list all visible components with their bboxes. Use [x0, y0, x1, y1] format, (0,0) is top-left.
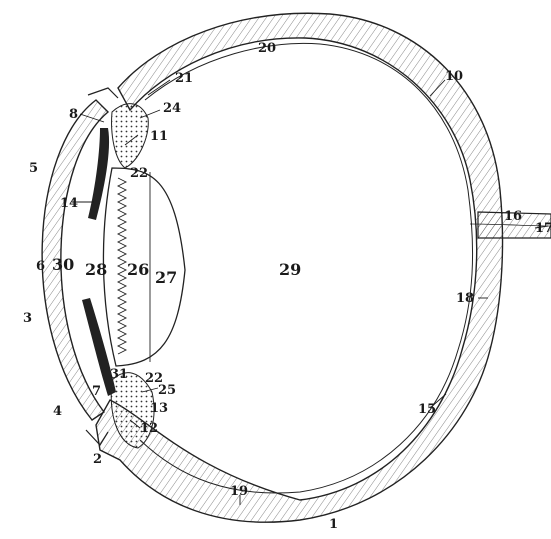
- label-13: 13: [150, 401, 168, 416]
- label-4: 4: [53, 404, 62, 419]
- label-6: 6: [36, 259, 45, 274]
- conjunctiva-top: [88, 88, 118, 98]
- label-29: 29: [279, 260, 301, 279]
- label-31: 31: [110, 367, 128, 382]
- label-16: 16: [504, 209, 522, 224]
- label-5: 5: [29, 161, 38, 176]
- label-30: 30: [52, 255, 74, 274]
- label-25: 25: [158, 383, 176, 398]
- retina-line: [140, 43, 473, 493]
- label-17: 17: [535, 221, 551, 236]
- label-27: 27: [155, 268, 177, 287]
- label-15: 15: [418, 402, 436, 417]
- label-12: 12: [140, 421, 158, 436]
- label-19: 19: [230, 484, 248, 499]
- label-7: 7: [92, 384, 101, 399]
- label-24: 24: [163, 101, 181, 116]
- label-21: 21: [175, 71, 193, 86]
- label-2: 2: [93, 452, 102, 467]
- label-26: 26: [127, 260, 149, 279]
- label-14: 14: [60, 196, 78, 211]
- label-11: 11: [150, 129, 168, 144]
- label-18: 18: [456, 291, 474, 306]
- label-3: 3: [23, 311, 32, 326]
- label-8: 8: [69, 107, 78, 122]
- label-1: 1: [329, 517, 338, 532]
- label-10: 10: [445, 69, 463, 84]
- label-22-top: 22: [130, 166, 148, 181]
- ciliary-body-top: [112, 104, 149, 168]
- label-28: 28: [85, 260, 107, 279]
- label-20: 20: [258, 41, 276, 56]
